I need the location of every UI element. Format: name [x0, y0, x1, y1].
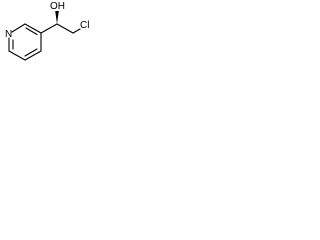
ring-bond-c5-c6 — [8, 50, 26, 61]
bond-ring-to-carbinol — [40, 23, 58, 34]
ring-double-bond-c4-c5 — [24, 48, 38, 57]
chlorine-label: Cl — [80, 20, 89, 31]
ring-bond-c2-c3 — [24, 23, 42, 34]
ring-bond-n-c2 — [11, 23, 26, 33]
wedge-bond-to-hydroxyl — [55, 11, 59, 24]
chemical-structure: OH Cl N — [5, 1, 89, 61]
ring-double-bond-c2-c3 — [25, 27, 38, 36]
bond-methylene-to-chlorine — [72, 28, 81, 34]
ring-bond-c4-c5 — [24, 50, 42, 61]
ring-nitrogen-label: N — [5, 29, 12, 40]
hydroxyl-label: OH — [50, 1, 65, 12]
bond-carbinol-to-methylene — [56, 23, 74, 34]
pyridine-ring — [8, 23, 42, 61]
